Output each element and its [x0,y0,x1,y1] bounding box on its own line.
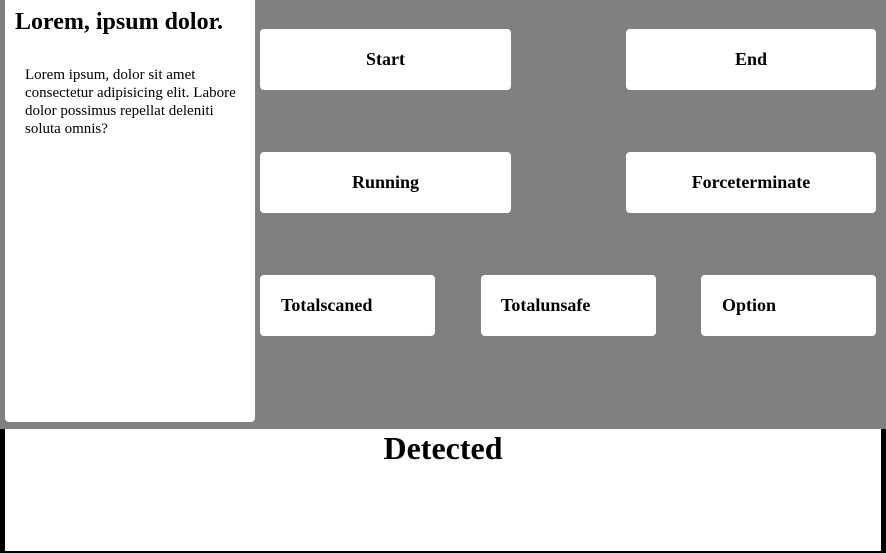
sidebar-description: Lorem ipsum, dolor sit amet consectetur … [25,67,236,137]
sidebar-title: Lorem, ipsum dolor. [15,9,224,35]
detected-title: Detected [383,430,503,466]
forceterminate-label: Forceterminate [691,172,811,192]
total-scanned-card[interactable]: Totalscaned [260,275,435,336]
sidebar: Lorem, ipsum dolor. Lorem ipsum, dolor s… [5,0,255,422]
end-card[interactable]: End [626,29,876,90]
end-label: End [734,49,768,69]
running-label: Running [351,172,420,192]
total-unsafe-card[interactable]: Totalunsafe [481,275,656,336]
forceterminate-card[interactable]: Forceterminate [626,152,876,213]
control-panel: Lorem, ipsum dolor. Lorem ipsum, dolor s… [0,0,886,429]
detected-panel: Detected [5,429,881,551]
option-card[interactable]: Option [701,275,876,336]
total-unsafe-label: Totalunsafe [501,295,591,315]
start-card[interactable]: Start [260,29,511,90]
option-label: Option [722,295,777,315]
running-card[interactable]: Running [260,152,511,213]
total-scanned-label: Totalscaned [281,295,373,315]
start-label: Start [366,49,405,69]
